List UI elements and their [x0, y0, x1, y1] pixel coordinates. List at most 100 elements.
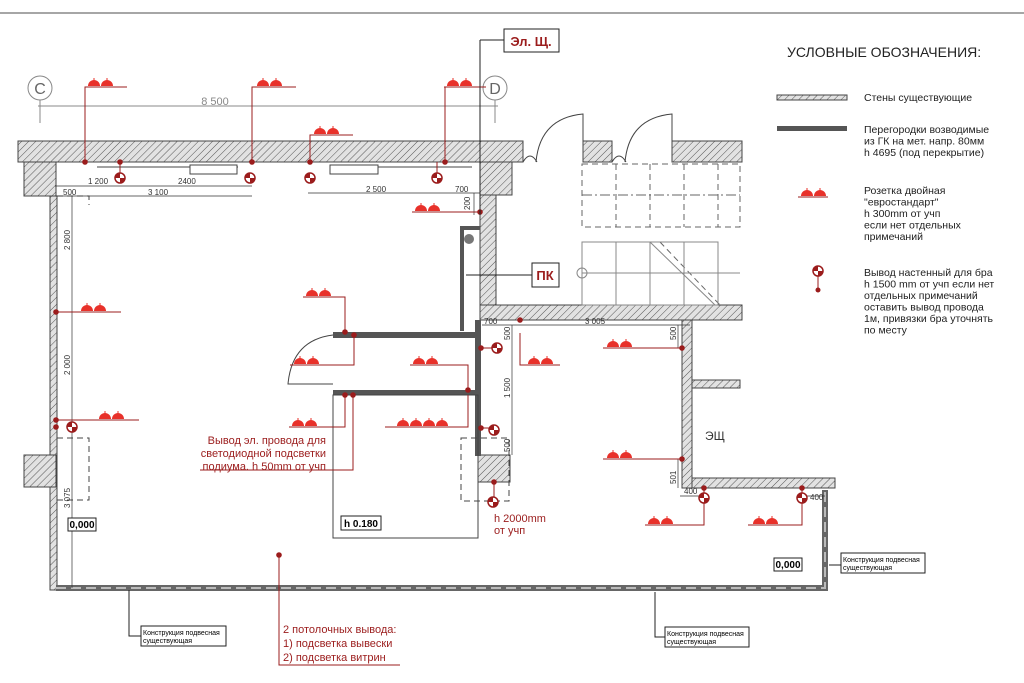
wire-outlet-dot [342, 329, 348, 335]
wire-outlet-dot [478, 345, 484, 351]
legend-partition-symbol [777, 126, 847, 131]
wall-light-outlet-icon [244, 172, 256, 184]
double-socket-icon [254, 78, 284, 88]
note-ceiling-outlets: 2 потолочных вывода: 1) подсветка вывеск… [283, 624, 396, 664]
fire-hose-label: ПК [536, 268, 553, 283]
double-socket-icon [604, 339, 634, 349]
partitions [333, 226, 481, 456]
axis-c: C [27, 75, 53, 123]
wire-outlet-dot [679, 345, 685, 351]
note-line: светодиодной подсветки [201, 448, 326, 460]
axis-c-label: C [34, 81, 46, 98]
note-line: 2 потолочных вывода: [283, 624, 396, 636]
double-sockets [78, 78, 780, 526]
wire-outlet-dot [491, 479, 497, 485]
callout-line: Конструкция подвесная [843, 557, 920, 564]
note-line: 1) подсветка вывески [283, 638, 392, 650]
wire-outlet-dot [351, 332, 357, 338]
double-socket-icon [444, 78, 474, 88]
wire-outlet-dot [442, 159, 448, 165]
dim-500-c: 500 [503, 438, 512, 452]
podium-outline [332, 394, 479, 539]
legend-item-text: Перегородки возводимые [864, 124, 989, 136]
dim-3075: 3 075 [63, 487, 72, 508]
wall-light-outlets [66, 172, 808, 508]
dim-500: 500 [63, 188, 77, 197]
legend-item-text: h 1500 mm от учп если нет [864, 279, 994, 291]
note-line: 2) подсветка витрин [283, 652, 386, 664]
wire-outlet-dot [679, 456, 685, 462]
legend: УСЛОВНЫЕ ОБОЗНАЧЕНИЯ: Стены существующие… [776, 44, 994, 337]
wire-outlet-dot [307, 159, 313, 165]
dim-3005: 3 005 [585, 317, 606, 326]
wall-light-outlet-icon [698, 492, 710, 504]
dim-700: 700 [455, 185, 469, 194]
legend-item-text: отдельных примечаний [864, 290, 978, 302]
double-socket-icon [394, 418, 450, 428]
fire-hose-valve-icon [464, 234, 474, 244]
wall-light-outlet-icon [66, 421, 78, 433]
legend-item-text: примечаний [864, 231, 923, 243]
dim-500-d: 500 [669, 326, 678, 340]
wire-outlet-dot [276, 552, 282, 558]
double-socket-icon [604, 450, 634, 460]
level-mark-right: 0,000 [773, 557, 803, 572]
axis-d: D [482, 75, 508, 123]
wire-outlet-dot [342, 392, 348, 398]
note-line: h 2000mm [494, 513, 546, 525]
dim-2500: 2 500 [366, 185, 387, 194]
wire-outlet-dot [117, 159, 123, 165]
level-mark-left: 0,000 [67, 517, 97, 532]
callout-suspended-1: Конструкция подвесная существующая [128, 590, 227, 647]
dim-400-b: 400 [810, 493, 824, 502]
callout-line: Конструкция подвесная [143, 630, 220, 637]
callout-line: Конструкция подвесная [667, 631, 744, 638]
note-bra-height: h 2000mm от учп [494, 513, 546, 537]
double-socket-icon [303, 288, 333, 298]
legend-bra-symbol [812, 265, 824, 293]
note-line: от учп [494, 525, 525, 537]
dim-2800: 2 800 [63, 229, 72, 250]
dim-1200: 1 200 [88, 177, 109, 186]
stairs-lower [576, 241, 740, 306]
podium-door [287, 334, 334, 385]
wall-light-outlet-icon [491, 342, 503, 354]
legend-item-text: "евростандарт" [864, 197, 939, 209]
double-socket-icon [96, 411, 126, 421]
double-socket-icon [412, 203, 442, 213]
wire-outlet-dot [53, 424, 59, 430]
legend-socket-symbol [798, 188, 828, 198]
podium-level: h 0.180 [340, 515, 382, 531]
wall-light-outlet-icon [796, 492, 808, 504]
legend-item-text: h 300mm от учп [864, 208, 940, 220]
double-socket-icon [289, 418, 319, 428]
legend-item-text: по месту [864, 325, 908, 337]
callout-line: существующая [143, 638, 192, 645]
dim-501: 501 [669, 470, 678, 484]
wire-outlets [53, 159, 805, 558]
panel-label: Эл. Щ. [510, 34, 551, 49]
double-socket-icon [291, 356, 321, 366]
fire-hose-tag: ПК [466, 262, 560, 288]
wire-outlet-dot [53, 309, 59, 315]
dim-700-b: 700 [484, 317, 498, 326]
wire-outlet-dot [249, 159, 255, 165]
note-podium-led: Вывод эл. провода для светодиодной подсв… [201, 435, 326, 473]
callout-line: существующая [667, 639, 716, 646]
legend-existing-wall-symbol [776, 94, 848, 101]
wall-light-outlet-icon [488, 424, 500, 436]
wire-outlet-dot [701, 485, 707, 491]
wire-outlet-dot [350, 392, 356, 398]
callout-line: существующая [843, 565, 892, 572]
callout-suspended-2: Конструкция подвесная существующая [654, 592, 750, 648]
legend-item-text: Стены существующие [864, 92, 972, 104]
suspended-construction [56, 490, 828, 591]
wall-light-outlet-icon [304, 172, 316, 184]
note-line: подиума. h 50mm от учп [202, 461, 326, 473]
wall-light-outlet-icon [431, 172, 443, 184]
legend-item-text: Вывод настенный для бра [864, 267, 993, 279]
wall-light-outlet-icon [812, 265, 824, 277]
wire-outlet-dot [465, 387, 471, 393]
double-socket-icon [798, 188, 828, 198]
